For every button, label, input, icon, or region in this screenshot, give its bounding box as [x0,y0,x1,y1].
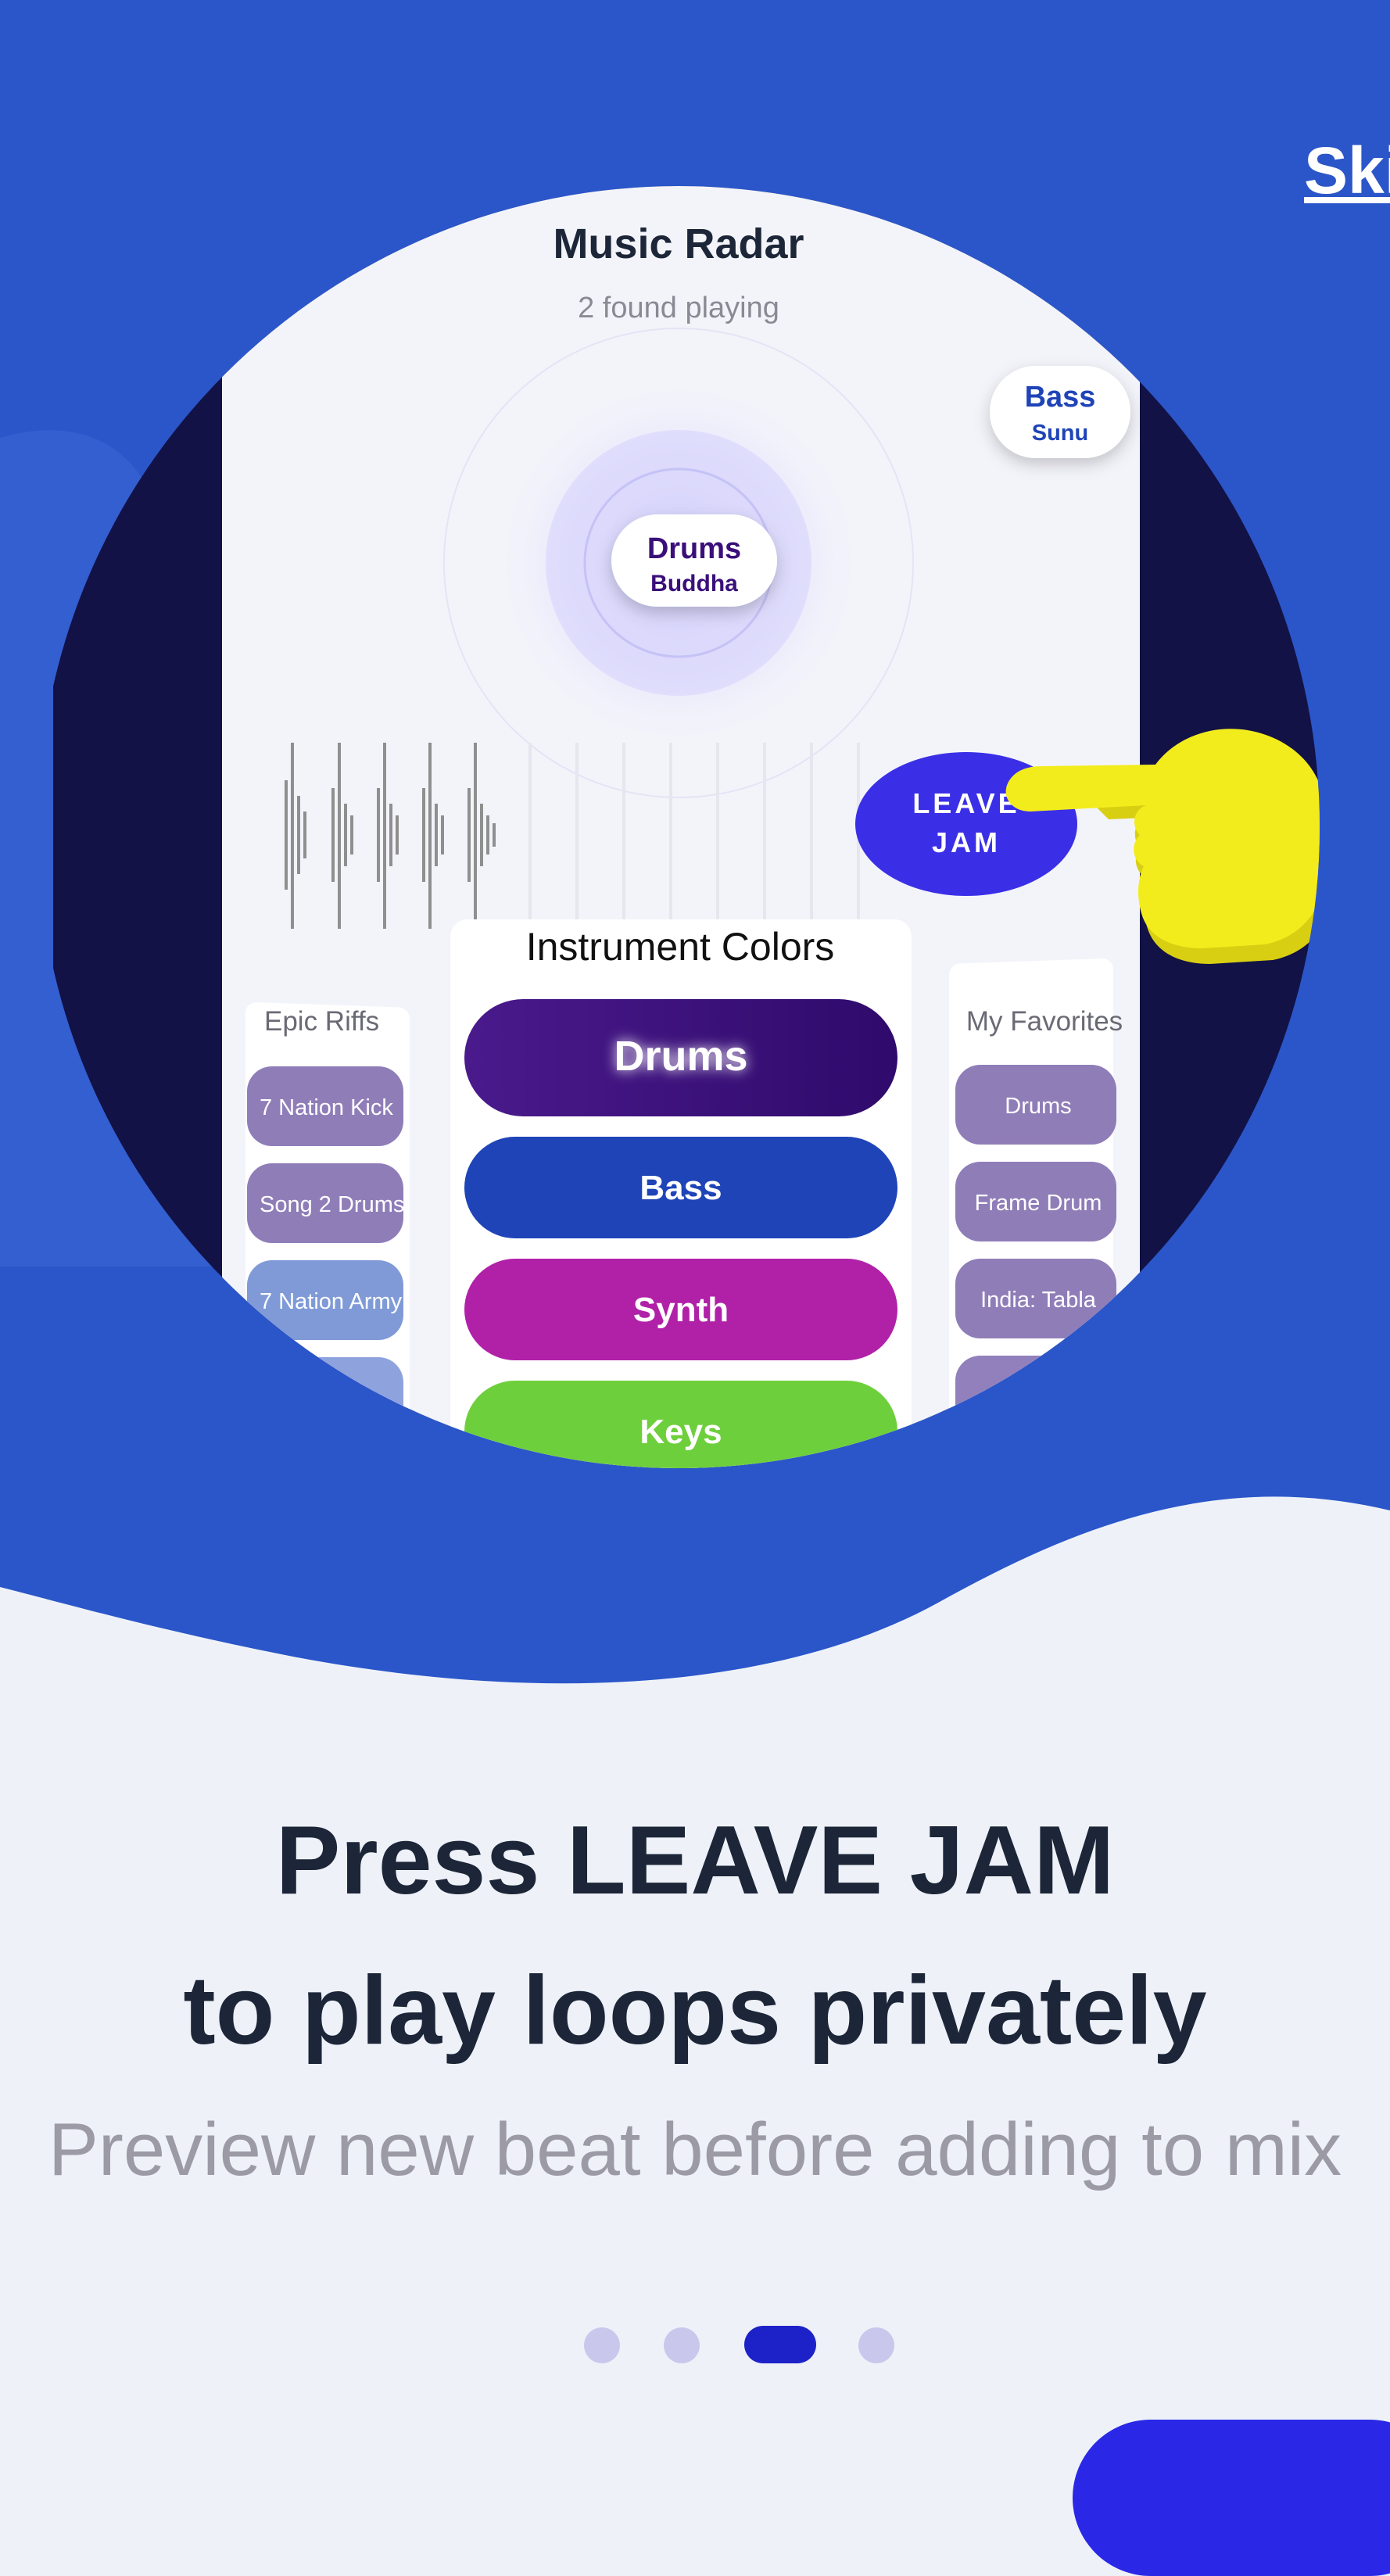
pointing-hand-icon [1005,729,1320,964]
instrument-label: Keys [639,1413,722,1451]
page-dot-2[interactable] [664,2327,700,2363]
app-preview-illustration: Music Radar 2 found playing Bass Sunu Dr… [53,186,1320,1476]
instrument-colors-card: Instrument Colors Drums Bass Synth Keys [450,919,912,1476]
page-dot-1[interactable] [584,2327,620,2363]
list-item[interactable]: Song 2 Drums [247,1163,404,1243]
list-item-label: 7 Nation Kick [260,1095,393,1120]
instrument-button-bass[interactable]: Bass [464,1137,897,1238]
list-item[interactable]: Drums [955,1065,1116,1145]
instrument-label: Drums [614,1033,747,1080]
onboarding-headline-line1: Press LEAVE JAM [275,1807,1115,1915]
list-item[interactable]: India: Tabla [955,1259,1116,1338]
player-name: Sunu [1032,421,1089,446]
instrument-button-keys[interactable]: Keys [464,1381,897,1476]
player-instrument: Bass [1025,381,1096,414]
radar-subtitle: 2 found playing [578,292,779,324]
player-bubble-drums[interactable] [611,514,777,607]
instrument-button-synth[interactable]: Synth [464,1259,897,1360]
epic-riffs-panel: Epic Riffs 7 Nation Kick Song 2 Drums 7 … [245,1002,410,1468]
my-favorites-title: My Favorites [966,1006,1123,1037]
radar-title: Music Radar [553,220,804,267]
list-item-label: 7 Nation Army [260,1289,403,1314]
onboarding-subline: Preview new beat before adding to mix [48,2108,1342,2191]
instrument-label: Synth [633,1291,729,1329]
instrument-button-drums[interactable]: Drums [464,999,897,1116]
epic-riffs-title: Epic Riffs [264,1006,379,1037]
list-item-label: India: Tabla [980,1288,1097,1313]
instrument-colors-title: Instrument Colors [526,925,835,969]
skip-link[interactable]: Ski [1304,134,1390,207]
list-item-label: Drums [1005,1094,1071,1119]
player-instrument: Drums [647,532,741,565]
waveform-graphic [285,743,496,929]
my-favorites-panel: My Favorites Drums Frame Drum India: Tab… [949,958,1123,1464]
list-item[interactable]: 7 Nation Army [247,1260,403,1340]
page-dot-4[interactable] [858,2327,894,2363]
leave-jam-label-line1: LEAVE [912,787,1019,819]
next-button[interactable] [1073,2420,1390,2576]
list-item[interactable]: Frame Drum [955,1162,1116,1241]
leave-jam-label-line2: JAM [932,826,1001,858]
page-dot-3-active[interactable] [744,2326,816,2363]
instrument-label: Bass [639,1169,722,1207]
player-name: Buddha [650,571,738,597]
player-bubble-bass[interactable] [990,366,1130,458]
onboarding-headline-line2: to play loops privately [183,1957,1207,2065]
list-item-label: Song 2 Drums [260,1192,404,1217]
list-item-label: Frame Drum [975,1191,1102,1216]
page-indicator [0,2326,1390,2365]
list-item[interactable]: 7 Nation Kick [247,1066,403,1146]
